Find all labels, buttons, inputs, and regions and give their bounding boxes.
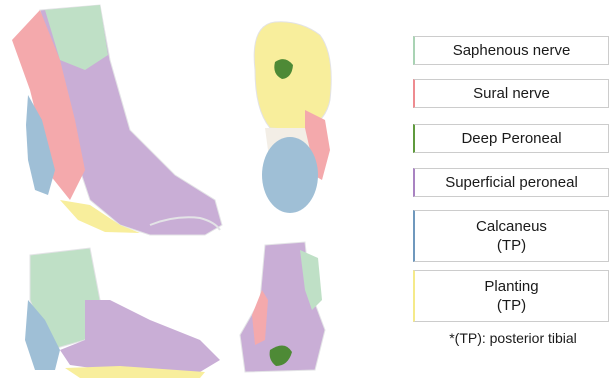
foot-side-view-bottom: [25, 248, 220, 378]
foot-dorsal-view: [240, 242, 325, 372]
planting-forefoot-region: [254, 22, 331, 130]
legend-deep-peroneal: Deep Peroneal: [413, 124, 609, 153]
legend-planting: Planting (TP): [413, 270, 609, 322]
legend-saphenous: Saphenous nerve: [413, 36, 609, 65]
calcaneus-heel-region: [262, 137, 318, 213]
posterior-tibial-note: *(TP): posterior tibial: [413, 330, 613, 346]
legend-superficial-peroneal-label: Superficial peroneal: [445, 173, 578, 192]
legend-sural: Sural nerve: [413, 79, 609, 108]
nerve-legend: Saphenous nerve Sural nerve Deep Peronea…: [410, 0, 613, 382]
foot-innervation-illustrations: [0, 0, 410, 382]
legend-planting-label: Planting (TP): [484, 277, 538, 315]
foot-plantar-view: [254, 22, 331, 213]
legend-superficial-peroneal: Superficial peroneal: [413, 168, 609, 197]
legend-saphenous-label: Saphenous nerve: [453, 41, 571, 60]
foot-side-view-top: [12, 5, 222, 235]
legend-sural-label: Sural nerve: [473, 84, 550, 103]
legend-calcaneus-label: Calcaneus (TP): [476, 217, 547, 255]
legend-calcaneus: Calcaneus (TP): [413, 210, 609, 262]
legend-deep-peroneal-label: Deep Peroneal: [461, 129, 561, 148]
